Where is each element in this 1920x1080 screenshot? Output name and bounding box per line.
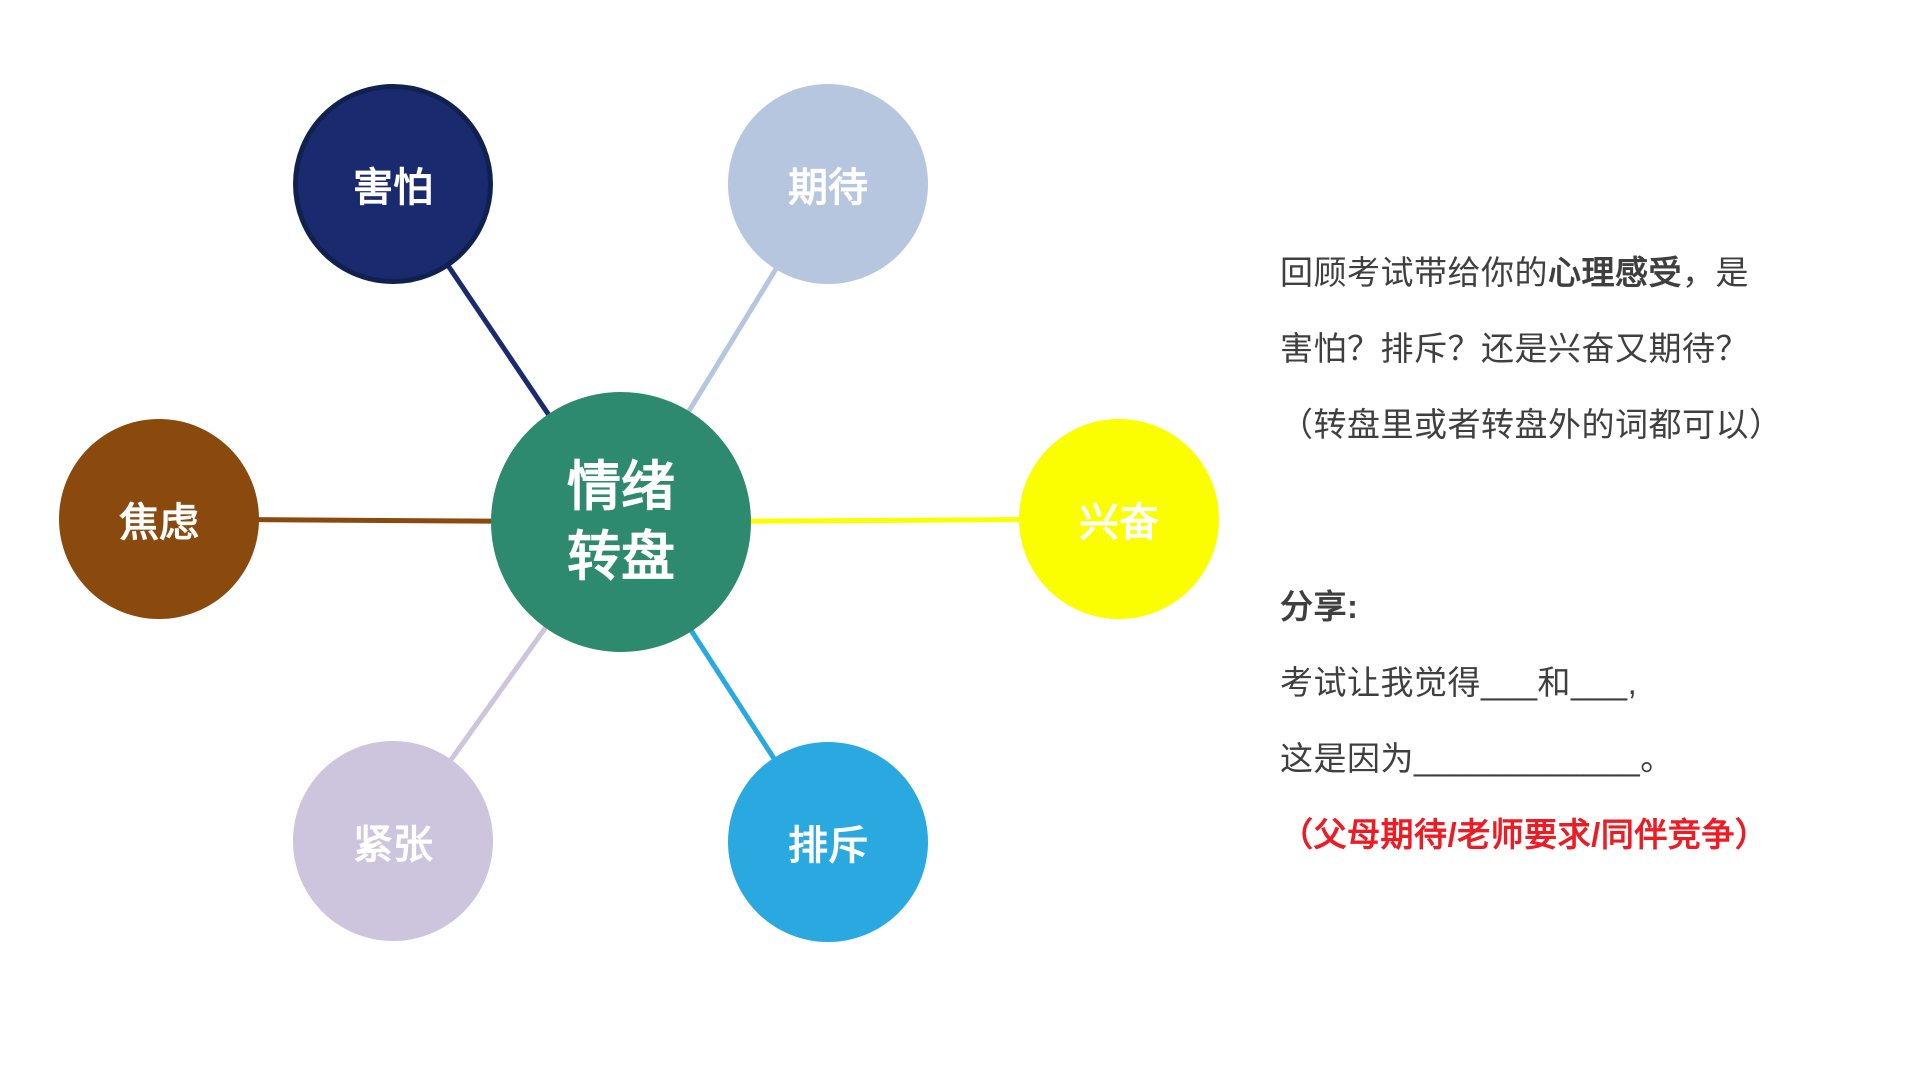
instruction-panel: 回顾考试带给你的心理感受，是 害怕？排斥？还是兴奋又期待？ （转盘里或者转盘外的…: [1280, 235, 1860, 873]
emotion-node-rejection: 排斥: [728, 742, 928, 942]
intro-line-3: （转盘里或者转盘外的词都可以）: [1280, 406, 1783, 443]
intro-prefix: 回顾考试带给你的: [1280, 254, 1548, 291]
emotion-node-expectation: 期待: [728, 84, 928, 284]
share-fill-line-2: 这是因为____________。: [1280, 740, 1674, 777]
emotion-node-label: 害怕: [353, 165, 433, 210]
intro-suffix: ，是: [1682, 254, 1749, 291]
emotion-node-label: 排斥: [788, 823, 868, 868]
emotion-node-label: 兴奋: [1079, 500, 1159, 545]
hub-title-line1: 情绪: [567, 456, 675, 517]
emotion-node-excitement: 兴奋: [1019, 419, 1219, 619]
share-heading: 分享:: [1280, 588, 1359, 625]
emotion-node-nervousness: 紧张: [293, 741, 493, 941]
emotion-node-label: 期待: [788, 165, 868, 210]
emotion-node-fear: 害怕: [293, 84, 493, 284]
intro-line-1: 回顾考试带给你的心理感受，是: [1280, 235, 1860, 311]
emotion-node-label: 焦虑: [119, 500, 199, 545]
hub-title-line2: 转盘: [567, 527, 675, 587]
intro-line-2: 害怕？排斥？还是兴奋又期待？: [1280, 330, 1749, 367]
emotion-node-anxiety: 焦虑: [59, 419, 259, 619]
share-block: 分享: 考试让我觉得___和___, 这是因为____________。 （父母…: [1280, 569, 1860, 873]
share-fill-line-1: 考试让我觉得___和___,: [1280, 664, 1638, 701]
emotion-node-label: 紧张: [353, 822, 433, 867]
wheel-hub: 情绪 转盘: [491, 392, 751, 652]
share-note: （父母期待/老师要求/同伴竞争）: [1280, 816, 1769, 853]
intro-bold: 心理感受: [1548, 254, 1682, 291]
